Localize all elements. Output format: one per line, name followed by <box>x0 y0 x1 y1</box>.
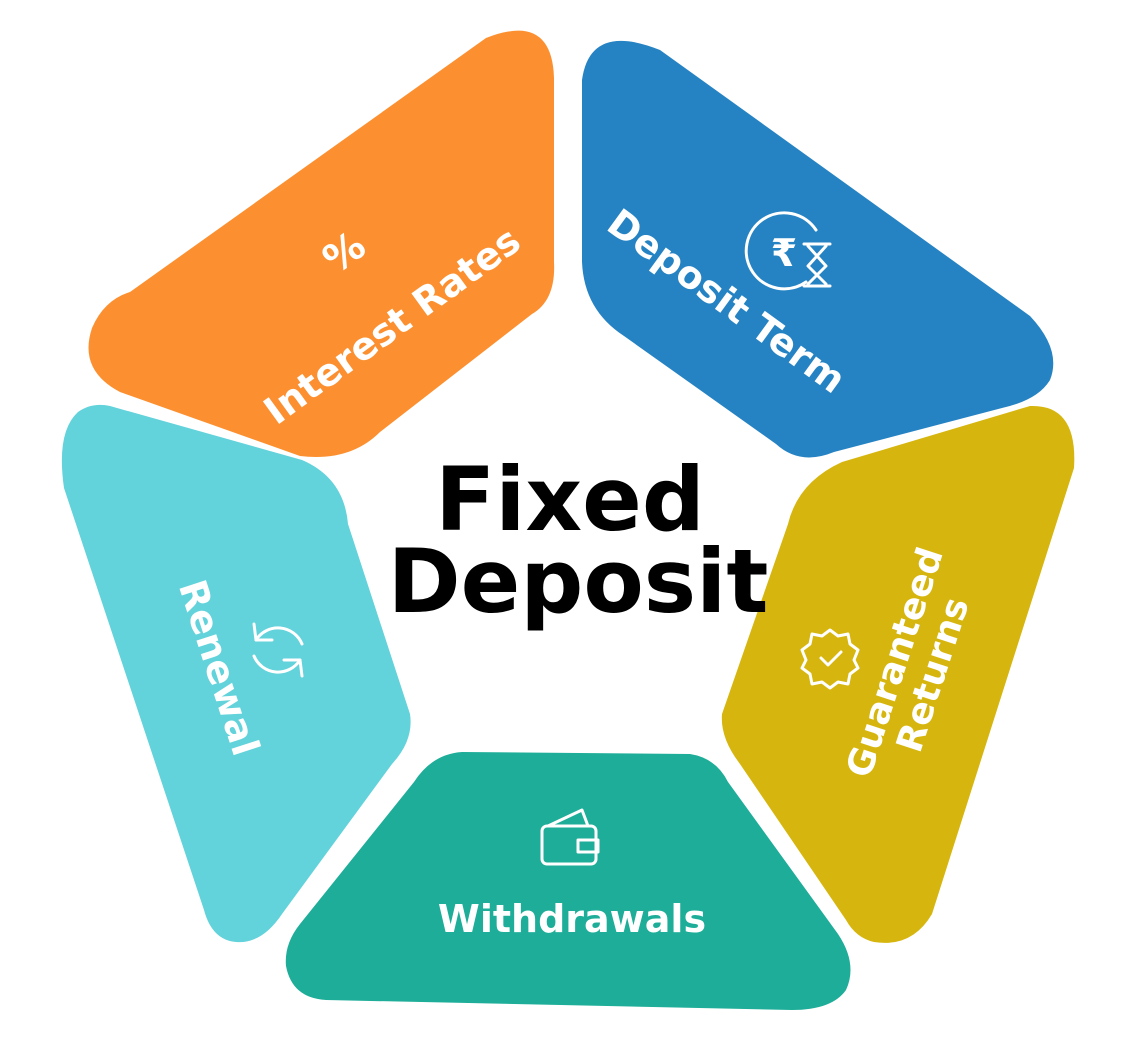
center-title-line1: Fixed <box>435 448 705 551</box>
center-title-line2: Deposit <box>388 530 769 633</box>
refresh-icon <box>252 622 304 678</box>
segment-deposit-term <box>582 40 1054 458</box>
segment-renewal <box>61 404 411 943</box>
svg-text:₹: ₹ <box>771 231 797 275</box>
segment-guaranteed-returns <box>721 405 1075 943</box>
segment-interest-rates <box>88 30 555 458</box>
wallet-icon <box>540 808 600 866</box>
rupee-hourglass-icon: ₹ <box>744 211 832 291</box>
segment-withdrawals <box>285 752 851 1010</box>
badge-check-icon <box>800 628 860 690</box>
withdrawals-label: Withdrawals <box>438 897 706 941</box>
